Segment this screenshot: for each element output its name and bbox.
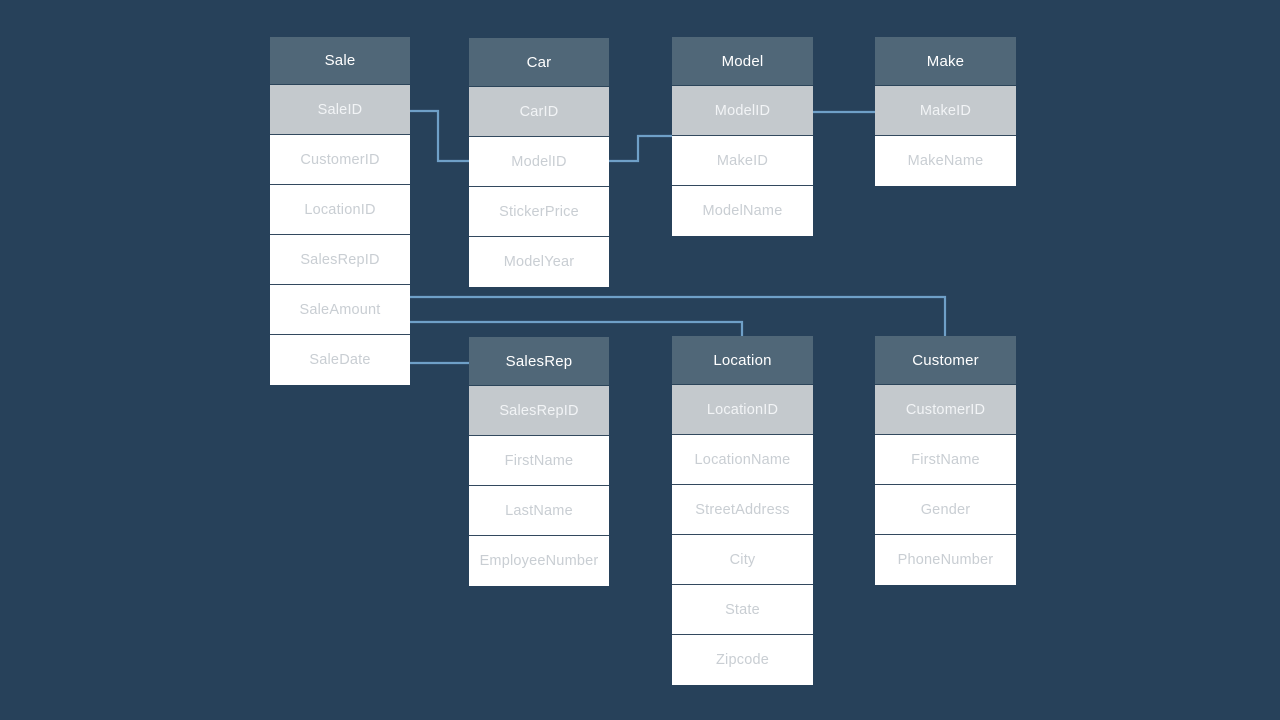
field-car-modelid[interactable]: ModelID	[469, 137, 609, 187]
primary-key-field-customer-customerid[interactable]: CustomerID	[875, 385, 1016, 435]
entity-title-model: Model	[672, 37, 813, 86]
primary-key-field-salesrep-salesrepid[interactable]: SalesRepID	[469, 386, 609, 436]
primary-key-field-sale-saleid[interactable]: SaleID	[270, 85, 410, 135]
primary-key-field-car-carid[interactable]: CarID	[469, 87, 609, 137]
field-make-makename[interactable]: MakeName	[875, 136, 1016, 186]
field-model-makeid[interactable]: MakeID	[672, 136, 813, 186]
field-car-modelyear[interactable]: ModelYear	[469, 237, 609, 287]
relationship-line-sale-car	[410, 109, 470, 163]
primary-key-field-location-locationid[interactable]: LocationID	[672, 385, 813, 435]
field-customer-firstname[interactable]: FirstName	[875, 435, 1016, 485]
field-sale-saledate[interactable]: SaleDate	[270, 335, 410, 385]
primary-key-field-make-makeid[interactable]: MakeID	[875, 86, 1016, 136]
entity-title-sale: Sale	[270, 37, 410, 85]
entity-title-car: Car	[469, 38, 609, 87]
field-customer-phonenumber[interactable]: PhoneNumber	[875, 535, 1016, 585]
entity-title-make: Make	[875, 37, 1016, 86]
field-sale-salesrepid[interactable]: SalesRepID	[270, 235, 410, 285]
entity-title-customer: Customer	[875, 336, 1016, 385]
field-salesrep-firstname[interactable]: FirstName	[469, 436, 609, 486]
relationship-line-sale-customer	[410, 295, 947, 337]
primary-key-field-model-modelid[interactable]: ModelID	[672, 86, 813, 136]
field-location-state[interactable]: State	[672, 585, 813, 635]
relationship-line-sale-location	[410, 320, 744, 337]
field-model-modelname[interactable]: ModelName	[672, 186, 813, 236]
field-customer-gender[interactable]: Gender	[875, 485, 1016, 535]
field-sale-customerid[interactable]: CustomerID	[270, 135, 410, 185]
field-sale-locationid[interactable]: LocationID	[270, 185, 410, 235]
relationship-line-car-model	[609, 134, 672, 163]
field-car-stickerprice[interactable]: StickerPrice	[469, 187, 609, 237]
field-location-locationname[interactable]: LocationName	[672, 435, 813, 485]
field-location-zipcode[interactable]: Zipcode	[672, 635, 813, 685]
field-salesrep-employeenumber[interactable]: EmployeeNumber	[469, 536, 609, 586]
entity-title-location: Location	[672, 336, 813, 385]
field-salesrep-lastname[interactable]: LastName	[469, 486, 609, 536]
entity-title-salesrep: SalesRep	[469, 337, 609, 386]
field-sale-saleamount[interactable]: SaleAmount	[270, 285, 410, 335]
field-location-city[interactable]: City	[672, 535, 813, 585]
field-location-streetaddress[interactable]: StreetAddress	[672, 485, 813, 535]
